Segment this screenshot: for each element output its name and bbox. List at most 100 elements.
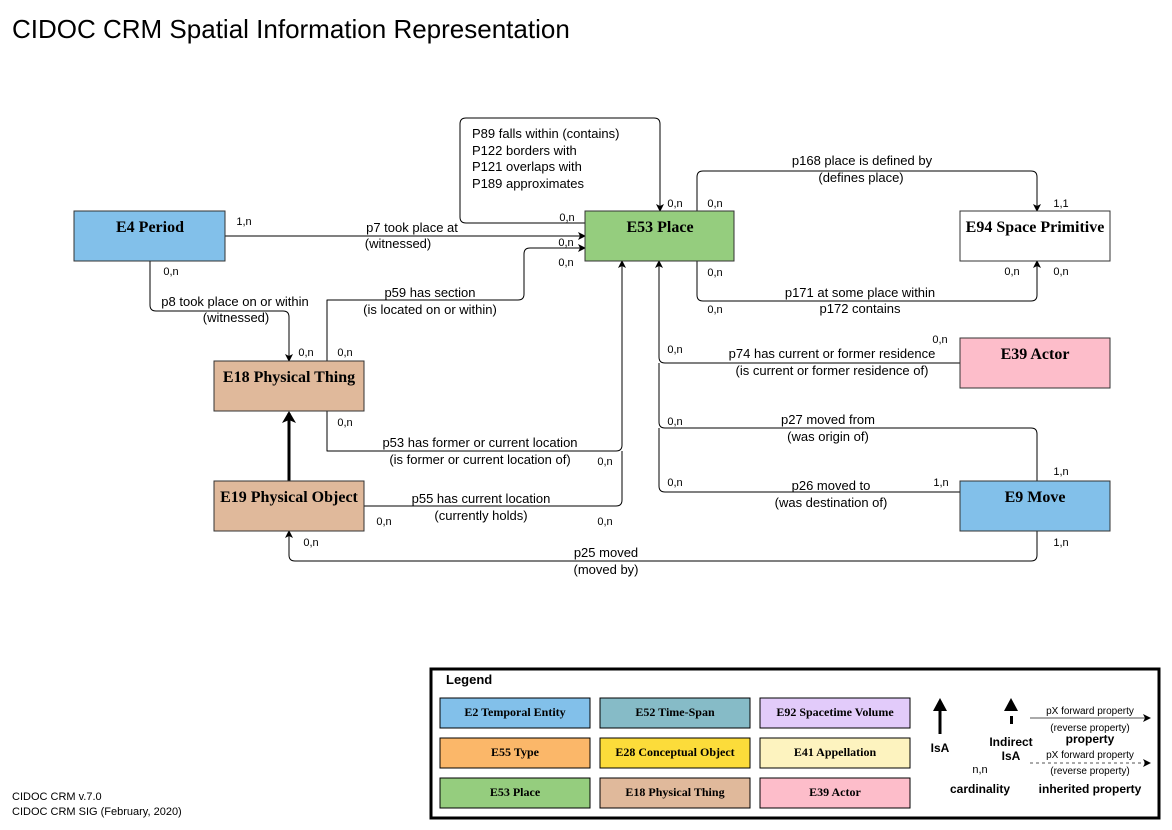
legend-class-e28: E28 Conceptual Object <box>599 737 751 769</box>
cardinality-label: 0,n <box>667 416 682 428</box>
legend-inherited-label: inherited property <box>1039 782 1142 796</box>
cardinality-label: 0,n <box>376 516 391 528</box>
cardinality-label: 0,n <box>337 347 352 359</box>
legend-swatch <box>759 737 911 769</box>
legend-class-e92: E92 Spacetime Volume <box>759 697 911 729</box>
legend-swatch <box>599 697 751 729</box>
p8-forward-label: p8 took place on or within <box>161 294 308 309</box>
legend-swatch <box>759 777 911 809</box>
entity-label: E9 Move <box>1005 489 1066 506</box>
cardinality-label: 0,n <box>707 267 722 279</box>
legend-label: E53 Place <box>490 785 541 799</box>
cardinality-label: 0,n <box>1004 266 1019 278</box>
p27-forward-label: p27 moved from <box>781 412 875 427</box>
legend-inherited-property: pX forward property (reverse property) i… <box>1030 750 1151 796</box>
place-self-properties-labels: P89 falls within (contains) P122 borders… <box>472 126 619 191</box>
legend-inherited-forward: pX forward property <box>1046 750 1134 761</box>
cardinality-label: 1,n <box>1053 537 1068 549</box>
entity-box <box>959 337 1111 389</box>
p8-reverse-label: (witnessed) <box>203 310 269 325</box>
legend-title: Legend <box>446 672 492 687</box>
edge-p168 <box>696 170 1041 212</box>
entity-label: E18 Physical Thing <box>223 369 355 386</box>
indirect-isa-dash <box>1010 716 1013 724</box>
legend-label: E52 Time-Span <box>635 705 715 719</box>
legend-cardinality-example: n,n <box>972 764 987 776</box>
p171-label: p171 at some place within <box>785 285 935 300</box>
legend-label: E41 Appellation <box>794 745 877 759</box>
property-label: P121 overlaps with <box>472 159 582 174</box>
legend-inherited-reverse: (reverse property) <box>1050 766 1129 777</box>
edge-p53 <box>326 260 626 452</box>
cardinality-label: 0,n <box>337 417 352 429</box>
cardinality-label: 0,n <box>163 266 178 278</box>
entity-label: E94 Space Primitive <box>966 219 1105 236</box>
footer-version: CIDOC CRM v.7.0 <box>12 791 102 803</box>
p7-reverse-label: (witnessed) <box>365 236 431 251</box>
entity-box <box>73 210 226 262</box>
entity-label: E19 Physical Object <box>220 489 358 506</box>
cardinality-label: 1,n <box>236 216 251 228</box>
entity-box <box>213 480 365 532</box>
edge-p27 <box>658 363 1038 481</box>
p168-reverse-label: (defines place) <box>818 170 903 185</box>
entity-e4-period: E4 Period <box>73 210 226 262</box>
entity-box <box>584 210 735 262</box>
legend-indirect-isa-label: Indirect <box>989 735 1032 749</box>
entity-box <box>959 480 1111 532</box>
legend-swatch <box>439 737 591 769</box>
isa-arrow-icon <box>933 698 947 711</box>
edge-p25 <box>285 530 1038 562</box>
edge-p26 <box>658 428 960 493</box>
legend-swatch <box>759 697 911 729</box>
edge-p74 <box>655 260 960 364</box>
p25-reverse-label: (moved by) <box>573 562 638 577</box>
legend-property: pX forward property (reverse property) p… <box>1030 706 1151 746</box>
legend-class-e52: E52 Time-Span <box>599 697 751 729</box>
legend-isa-label: IsA <box>931 741 950 755</box>
entity-e9-move: E9 Move <box>959 480 1111 532</box>
cardinality-label: 0,n <box>597 516 612 528</box>
legend-swatch <box>599 777 751 809</box>
property-label: P189 approximates <box>472 176 585 191</box>
legend-class-e18: E18 Physical Thing <box>599 777 751 809</box>
legend-swatch <box>439 697 591 729</box>
legend-property-label: property <box>1066 732 1115 746</box>
entity-box <box>213 360 365 412</box>
cardinality-label: 0,n <box>558 257 573 269</box>
edge-place-self-properties <box>459 117 664 224</box>
cardinality-label: 0,n <box>932 334 947 346</box>
cardinality-label: 0,n <box>667 198 682 210</box>
edge-p55 <box>364 451 623 507</box>
legend-label: E39 Actor <box>809 785 861 799</box>
cardinality-label: 0,n <box>597 456 612 468</box>
legend-label: E55 Type <box>491 745 540 759</box>
entity-e39-actor: E39 Actor <box>959 337 1111 389</box>
legend-class-e41: E41 Appellation <box>759 737 911 769</box>
legend-indirect-isa-label: IsA <box>1002 749 1021 763</box>
p55-reverse-label: (currently holds) <box>434 508 527 523</box>
edge-p59 <box>326 244 586 361</box>
legend-swatch <box>439 777 591 809</box>
legend-label: E28 Conceptual Object <box>615 745 734 759</box>
p59-reverse-label: (is located on or within) <box>363 302 497 317</box>
entity-label: E4 Period <box>116 219 184 236</box>
cardinality-label: 0,n <box>1053 266 1068 278</box>
legend-isa: IsA <box>931 698 950 755</box>
p74-reverse-label: (is current or former residence of) <box>736 363 929 378</box>
legend-property-forward: pX forward property <box>1046 706 1134 717</box>
legend-cardinality-label: cardinality <box>950 782 1010 796</box>
p53-forward-label: p53 has former or current location <box>382 435 577 450</box>
cardinality-label: 1,n <box>933 477 948 489</box>
legend-indirect-isa: Indirect IsA <box>989 698 1033 763</box>
cardinality-label: 0,n <box>707 198 722 210</box>
legend-cardinality: n,n cardinality <box>950 764 1010 796</box>
p168-forward-label: p168 place is defined by <box>792 153 933 168</box>
cardinality-label: 0,n <box>303 537 318 549</box>
legend: Legend E2 Temporal Entity E52 Time-Span … <box>429 667 1161 820</box>
p53-reverse-label: (is former or current location of) <box>389 452 570 467</box>
p25-forward-label: p25 moved <box>574 545 638 560</box>
cardinality-label: 0,n <box>707 304 722 316</box>
indirect-isa-arrow-icon <box>1004 698 1018 711</box>
